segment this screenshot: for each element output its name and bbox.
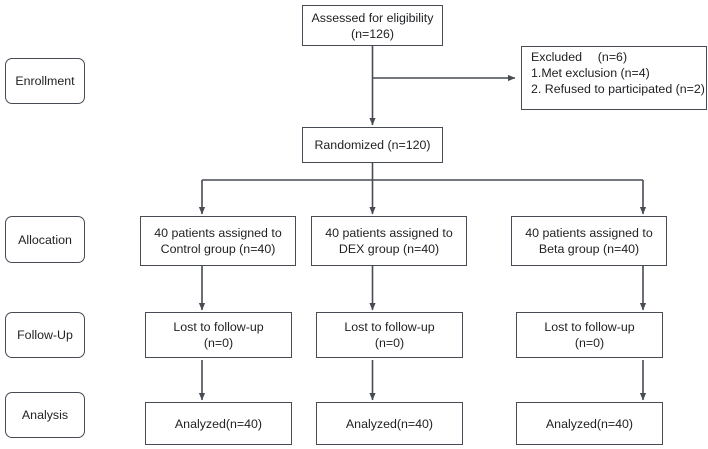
stage-label-analysis: Analysis xyxy=(5,392,85,438)
node-analysis-dex: Analyzed(n=40) xyxy=(316,402,463,445)
stage-label-allocation: Allocation xyxy=(5,216,85,263)
node-allocation-dex: 40 patients assigned to DEX group (n=40) xyxy=(311,216,467,266)
node-allocation-control: 40 patients assigned to Control group (n… xyxy=(140,216,296,266)
node-followup-control-line1: Lost to follow-up xyxy=(173,320,264,334)
node-excluded: Excluded (n=6) 1.Met exclusion (n=4) 2. … xyxy=(521,46,707,110)
node-followup-control-line2: (n=0) xyxy=(203,336,234,350)
node-followup-dex-line1: Lost to follow-up xyxy=(344,320,435,334)
node-followup-dex: Lost to follow-up (n=0) xyxy=(316,312,463,358)
stage-label-analysis-text: Analysis xyxy=(21,408,69,422)
node-allocation-dex-line2: DEX group (n=40) xyxy=(338,242,440,256)
node-excluded-line1: Excluded (n=6) xyxy=(531,50,628,64)
stage-label-allocation-text: Allocation xyxy=(18,232,72,247)
stage-label-enrollment: Enrollment xyxy=(5,58,85,104)
node-analysis-control: Analyzed(n=40) xyxy=(145,402,292,445)
stage-label-follow-up-text: Follow-Up xyxy=(17,328,73,342)
node-allocation-control-line2: Control group (n=40) xyxy=(160,242,276,256)
node-followup-beta: Lost to follow-up (n=0) xyxy=(516,312,663,358)
node-allocation-beta-line2: Beta group (n=40) xyxy=(538,242,640,256)
node-followup-beta-line2: (n=0) xyxy=(574,336,605,350)
node-assessed-line2: (n=126) xyxy=(350,26,395,41)
node-analysis-beta-line1: Analyzed(n=40) xyxy=(545,416,634,431)
node-followup-beta-line1: Lost to follow-up xyxy=(544,320,635,334)
node-assessed-for-eligibility: Assessed for eligibility (n=126) xyxy=(302,5,443,46)
node-followup-control: Lost to follow-up (n=0) xyxy=(145,312,292,358)
node-assessed-line1: Assessed for eligibility xyxy=(311,10,434,25)
node-analysis-control-line1: Analyzed(n=40) xyxy=(174,416,263,431)
node-randomized: Randomized (n=120) xyxy=(302,127,443,163)
node-excluded-line2: 1.Met exclusion (n=4) xyxy=(531,66,650,80)
stage-label-follow-up: Follow-Up xyxy=(5,312,85,358)
node-randomized-line1: Randomized (n=120) xyxy=(314,138,431,152)
node-excluded-line3: 2. Refused to participated (n=2) xyxy=(531,82,705,96)
node-analysis-beta: Analyzed(n=40) xyxy=(516,402,663,445)
node-allocation-dex-line1: 40 patients assigned to xyxy=(325,226,453,240)
node-allocation-beta-line1: 40 patients assigned to xyxy=(525,226,653,240)
node-analysis-dex-line1: Analyzed(n=40) xyxy=(345,416,434,431)
node-followup-dex-line2: (n=0) xyxy=(374,336,405,350)
node-allocation-beta: 40 patients assigned to Beta group (n=40… xyxy=(511,216,667,266)
stage-label-enrollment-text: Enrollment xyxy=(15,74,75,88)
node-allocation-control-line1: 40 patients assigned to xyxy=(154,226,282,240)
